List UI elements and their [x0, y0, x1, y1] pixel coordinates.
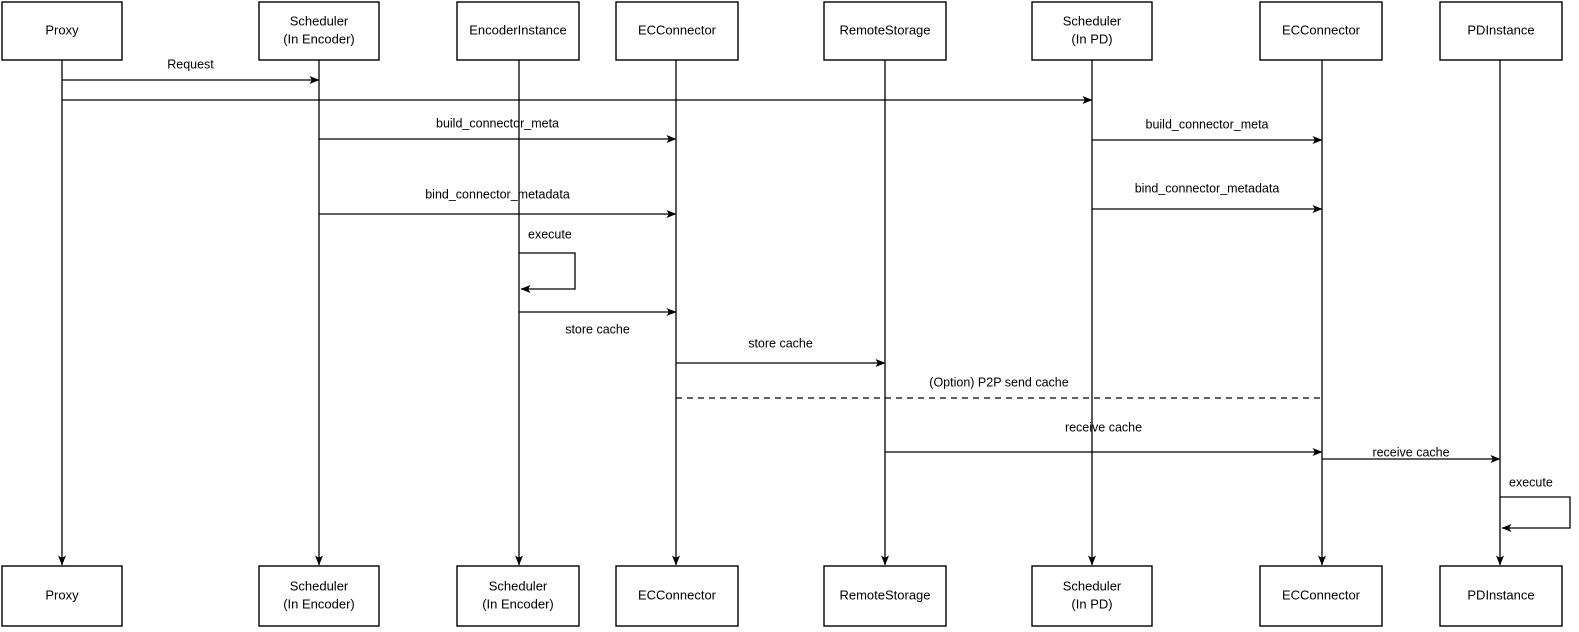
self-message-s1[interactable]: execute: [519, 227, 576, 293]
participant-label: PDInstance: [1467, 587, 1534, 602]
participant-box-bottom-proxy[interactable]: Proxy: [1, 565, 123, 627]
participant-box-top-sched_pd[interactable]: Scheduler (In PD): [1031, 1, 1153, 61]
participant-label: Scheduler: [1063, 578, 1122, 593]
message-label: store cache: [748, 336, 813, 350]
participant-label: Proxy: [45, 587, 79, 602]
participant-label: PDInstance: [1467, 22, 1534, 37]
participant-sublabel: (In Encoder): [283, 31, 355, 46]
self-message-label: execute: [528, 227, 572, 241]
message-m1[interactable]: Request: [62, 57, 320, 84]
participant-label: ECConnector: [1282, 587, 1361, 602]
participant-box-bottom-sched_enc[interactable]: Scheduler (In Encoder): [258, 565, 380, 627]
top-participant-boxes: Proxy Scheduler (In Encoder) EncoderInstanc…: [1, 1, 1563, 61]
message-m9[interactable]: (Option) P2P send cache: [676, 375, 1322, 399]
self-message-s2[interactable]: execute: [1500, 475, 1571, 532]
message-m5[interactable]: bind_connector_metadata: [319, 187, 677, 218]
participant-box-top-remote_store[interactable]: RemoteStorage: [823, 1, 947, 61]
participant-label: ECConnector: [638, 22, 717, 37]
message-m4[interactable]: build_connector_meta: [1092, 117, 1323, 144]
message-m3[interactable]: build_connector_meta: [319, 116, 677, 143]
participant-label: Scheduler: [489, 578, 548, 593]
participant-label: RemoteStorage: [839, 22, 930, 37]
message-m11[interactable]: receive cache: [1322, 445, 1501, 463]
participant-sublabel: (In PD): [1071, 596, 1112, 611]
message-m7[interactable]: store cache: [519, 308, 677, 336]
message-m8[interactable]: store cache: [676, 336, 886, 367]
message-label: build_connector_meta: [1146, 117, 1269, 131]
participant-box-bottom-remote_store[interactable]: RemoteStorage: [823, 565, 947, 627]
message-m10[interactable]: receive cache: [885, 420, 1323, 456]
participant-box-bottom-ec_conn_right[interactable]: ECConnector: [1259, 565, 1383, 627]
lifelines-layer: [58, 60, 1504, 566]
participant-label: ECConnector: [1282, 22, 1361, 37]
participant-label: Scheduler: [1063, 13, 1122, 28]
participant-box-top-encoder_inst[interactable]: EncoderInstance: [456, 1, 580, 61]
participant-box-top-ec_conn_right[interactable]: ECConnector: [1259, 1, 1383, 61]
messages-layer: Request build_connector_meta build_connect…: [62, 57, 1501, 463]
self-messages-layer: execute execute: [519, 227, 1571, 532]
message-m6[interactable]: bind_connector_metadata: [1092, 181, 1323, 213]
participant-sublabel: (In Encoder): [482, 596, 554, 611]
participant-box-bottom-encoder_inst[interactable]: Scheduler (In Encoder): [456, 565, 580, 627]
participant-sublabel: (In PD): [1071, 31, 1112, 46]
message-label: bind_connector_metadata: [425, 187, 570, 201]
participant-label: EncoderInstance: [469, 22, 567, 37]
message-label: receive cache: [1065, 420, 1142, 434]
participant-box-top-proxy[interactable]: Proxy: [1, 1, 123, 61]
message-label: (Option) P2P send cache: [929, 375, 1068, 389]
self-message-arrow: [1500, 496, 1571, 532]
message-label: bind_connector_metadata: [1135, 181, 1280, 195]
participant-label: Scheduler: [290, 578, 349, 593]
participant-box-bottom-sched_pd[interactable]: Scheduler (In PD): [1031, 565, 1153, 627]
message-label: Request: [167, 57, 214, 71]
participant-box-top-pd_inst[interactable]: PDInstance: [1439, 1, 1563, 61]
participant-label: ECConnector: [638, 587, 717, 602]
self-message-arrow: [519, 252, 576, 293]
message-label: build_connector_meta: [436, 116, 559, 130]
participant-box-bottom-ec_conn_left[interactable]: ECConnector: [615, 565, 739, 627]
participant-box-top-sched_enc[interactable]: Scheduler (In Encoder): [258, 1, 380, 61]
participant-label: Proxy: [45, 22, 79, 37]
message-label: store cache: [565, 322, 630, 336]
participant-label: RemoteStorage: [839, 587, 930, 602]
participant-box-top-ec_conn_left[interactable]: ECConnector: [615, 1, 739, 61]
participant-box-bottom-pd_inst[interactable]: PDInstance: [1439, 565, 1563, 627]
participant-sublabel: (In Encoder): [283, 596, 355, 611]
bottom-participant-boxes: Proxy Scheduler (In Encoder) Scheduler (In E…: [1, 565, 1563, 627]
message-label: receive cache: [1372, 445, 1449, 459]
self-message-label: execute: [1509, 475, 1553, 489]
participant-label: Scheduler: [290, 13, 349, 28]
